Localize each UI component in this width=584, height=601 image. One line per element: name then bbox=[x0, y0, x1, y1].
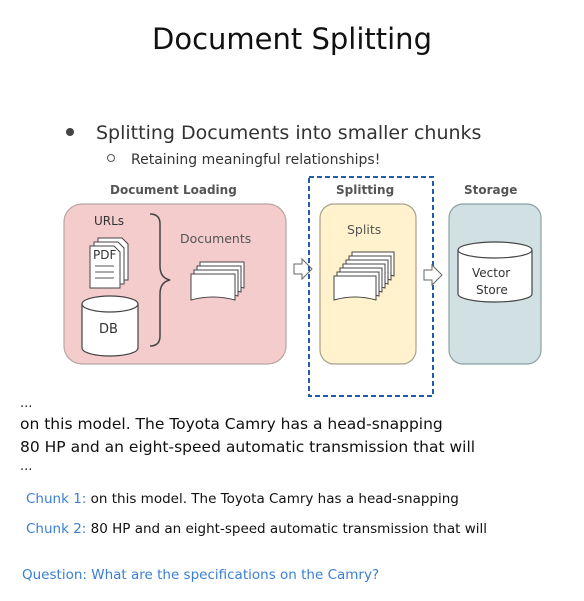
vector-store-label-line2: Store bbox=[476, 283, 508, 297]
sub-bullet-ring bbox=[107, 154, 115, 162]
splits-label: Splits bbox=[347, 222, 381, 237]
ellipsis-bottom: ... bbox=[20, 459, 33, 474]
pdf-label: PDF bbox=[93, 248, 116, 262]
documents-stack-icon bbox=[190, 261, 245, 301]
stage-header-splitting: Splitting bbox=[336, 183, 395, 197]
pdf-document-icon: PDF bbox=[89, 237, 129, 289]
brace-icon bbox=[149, 213, 171, 347]
vector-store-label-line1: Vector bbox=[472, 266, 510, 280]
vector-store-icon: Vector Store bbox=[457, 241, 533, 303]
splitting-highlight-box bbox=[308, 176, 434, 397]
main-bullet: Splitting Documents into smaller chunks bbox=[66, 122, 481, 144]
arrow-right-icon bbox=[423, 263, 443, 287]
sub-bullet: Retaining meaningful relationships! bbox=[107, 152, 380, 168]
page-title: Document Splitting bbox=[152, 22, 432, 56]
chunk-line: Chunk 1: on this model. The Toyota Camry… bbox=[26, 491, 459, 507]
stage-header-loading: Document Loading bbox=[110, 183, 237, 197]
documents-label: Documents bbox=[180, 231, 251, 246]
chunk-label: Chunk 2: bbox=[26, 521, 87, 537]
ellipsis-top: ... bbox=[20, 396, 33, 411]
urls-label: URLs bbox=[94, 214, 124, 228]
question-text: Question: What are the specifications on… bbox=[22, 567, 380, 583]
chunk-line: Chunk 2: 80 HP and an eight-speed automa… bbox=[26, 521, 487, 537]
arrow-right-icon bbox=[293, 257, 313, 281]
bullet-dot bbox=[66, 127, 74, 136]
chunk-text: 80 HP and an eight-speed automatic trans… bbox=[86, 521, 488, 537]
db-label: DB bbox=[99, 322, 118, 337]
source-text-line-2: 80 HP and an eight-speed automatic trans… bbox=[20, 438, 476, 456]
chunk-text: on this model. The Toyota Camry has a he… bbox=[86, 491, 459, 507]
main-bullet-text: Splitting Documents into smaller chunks bbox=[96, 122, 482, 144]
chunk-label: Chunk 1: bbox=[26, 491, 87, 507]
database-icon: DB bbox=[81, 295, 139, 357]
sub-bullet-text: Retaining meaningful relationships! bbox=[131, 152, 381, 168]
source-text-line-1: on this model. The Toyota Camry has a he… bbox=[20, 415, 443, 433]
splits-stack-icon bbox=[333, 251, 395, 301]
stage-header-storage: Storage bbox=[464, 183, 518, 197]
